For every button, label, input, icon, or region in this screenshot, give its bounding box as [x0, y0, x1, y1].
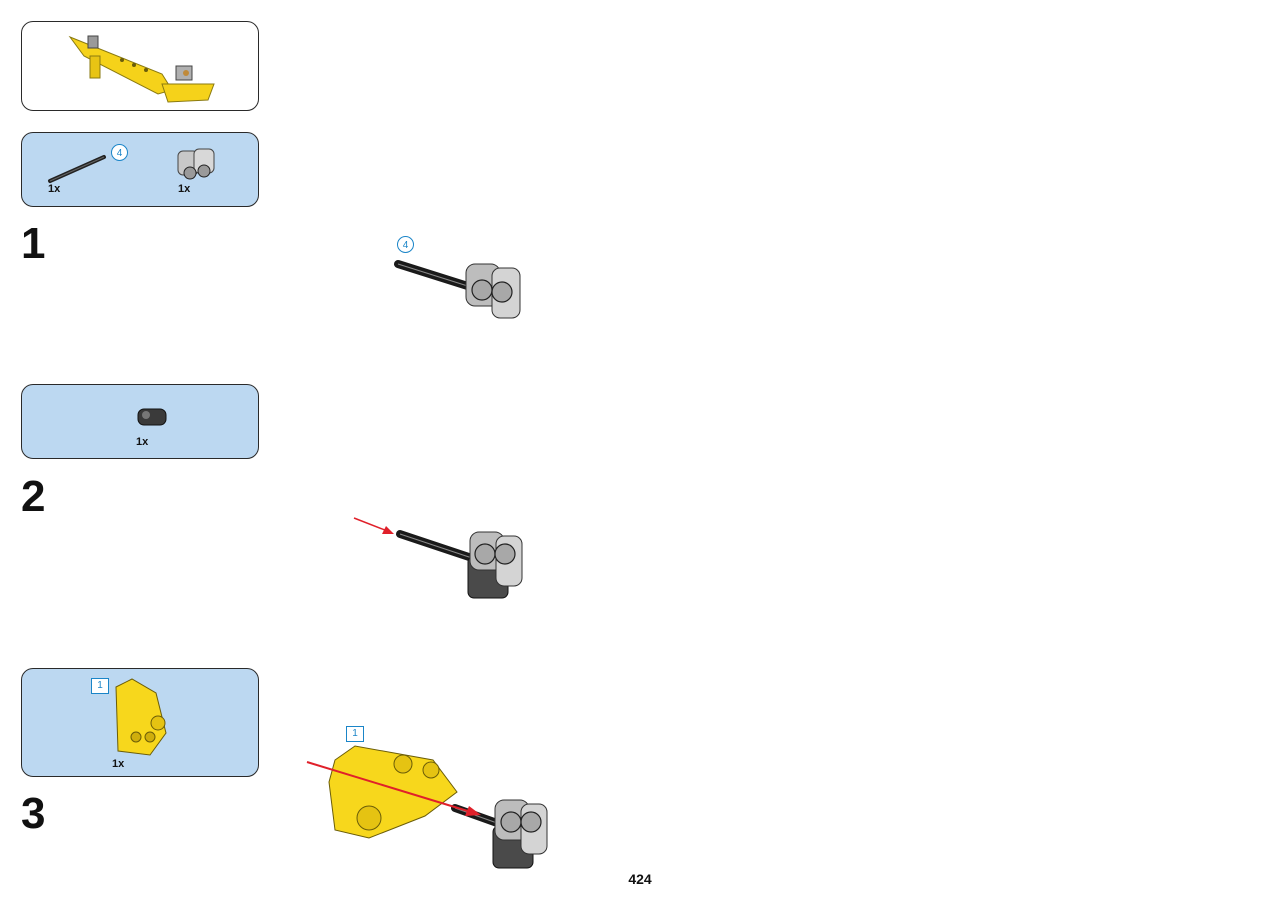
- black-axle-icon: [48, 155, 106, 183]
- step-1-assembly-icon: [394, 260, 521, 319]
- step-number: 2: [21, 472, 46, 521]
- axle-length-badge: 4: [397, 236, 414, 253]
- part-qty: 1x: [48, 183, 61, 195]
- assembly-preview-box: [21, 21, 259, 111]
- part-qty: 1x: [178, 183, 191, 195]
- part-qty: 1x: [112, 758, 125, 770]
- parts-callout-3: 1 1x: [21, 668, 259, 777]
- black-connector-icon: [137, 408, 167, 426]
- submodel-badge: 1: [346, 726, 364, 742]
- parts-callout-2: 1x: [21, 384, 259, 459]
- axle-length-badge: 4: [111, 144, 128, 161]
- part-qty: 1x: [136, 436, 149, 448]
- submodel-badge: 1: [91, 678, 109, 694]
- parts-callout-1: 4 1x 1x: [21, 132, 259, 207]
- gray-double-connector-icon: [177, 148, 215, 180]
- step-number: 3: [21, 789, 46, 838]
- step-2-assembly-icon: [353, 517, 523, 599]
- step-number: 1: [21, 219, 46, 268]
- page-number: 424: [628, 871, 652, 887]
- step-3-assembly-icon: [306, 745, 548, 869]
- yellow-assembly-preview-icon: [68, 35, 215, 103]
- yellow-panel-icon: [115, 678, 167, 756]
